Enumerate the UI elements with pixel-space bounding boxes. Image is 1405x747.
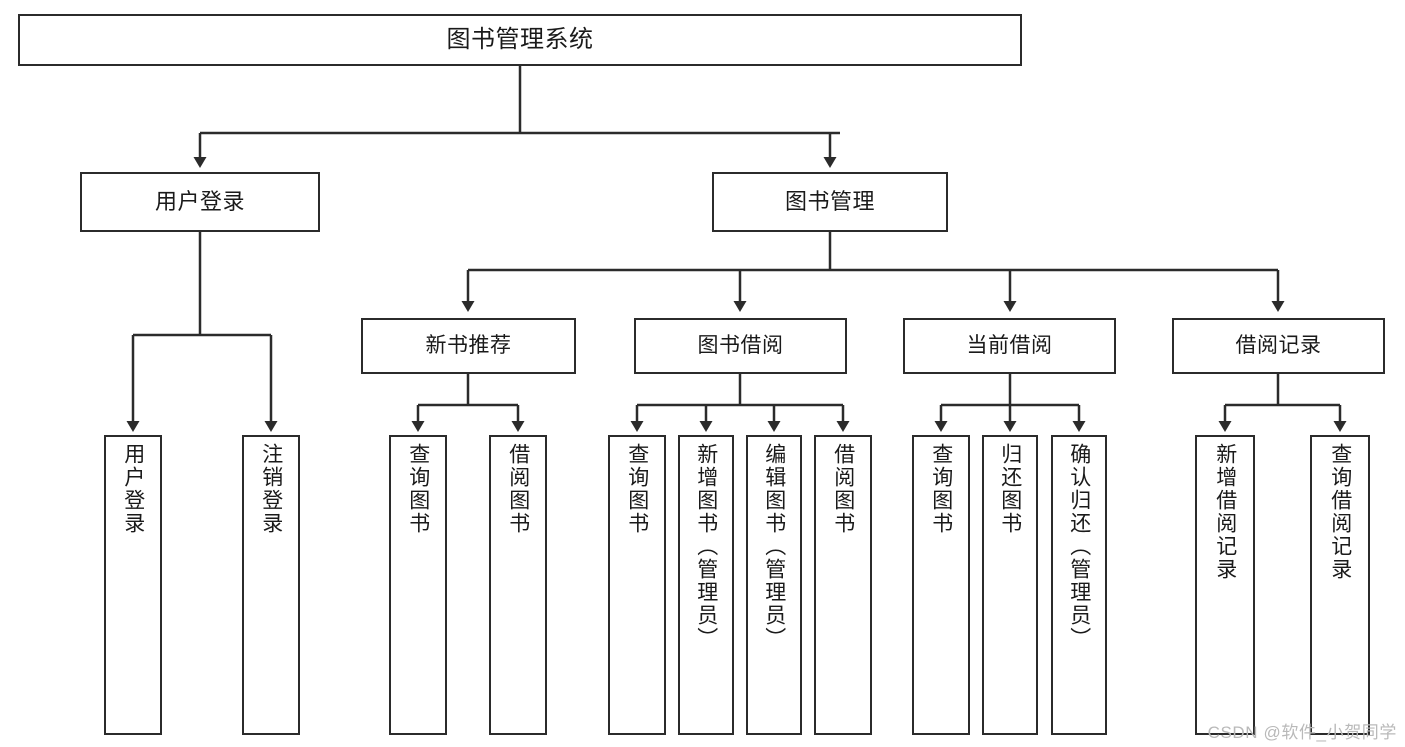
leaf-book-borrow-query-books[interactable]: 查询图书	[608, 435, 666, 735]
node-label: 图书管理系统	[446, 25, 594, 53]
node-label: 图书管理	[784, 189, 875, 215]
leaf-book-borrow-edit-book-admin[interactable]: 编辑图书（管理员）	[746, 435, 802, 735]
node-user-login[interactable]: 用户登录	[80, 172, 320, 232]
leaf-book-borrow-borrow-books[interactable]: 借阅图书	[814, 435, 872, 735]
node-label: 查询图书	[625, 443, 649, 535]
node-label: 借阅记录	[1235, 333, 1322, 357]
leaf-current-borrow-query-books[interactable]: 查询图书	[912, 435, 970, 735]
node-label: 新书推荐	[425, 333, 512, 357]
node-label: 确认归还（管理员）	[1067, 443, 1091, 650]
node-label: 查询图书	[406, 443, 430, 535]
node-label: 用户登录	[121, 443, 145, 535]
csdn-watermark: CSDN @软件_小贺同学	[1207, 723, 1397, 742]
node-label: 编辑图书（管理员）	[762, 443, 786, 650]
node-current-borrowing[interactable]: 当前借阅	[903, 318, 1116, 374]
node-label: 借阅图书	[831, 443, 855, 535]
leaf-new-book-query-books[interactable]: 查询图书	[389, 435, 447, 735]
node-book-management[interactable]: 图书管理	[712, 172, 948, 232]
leaf-new-book-borrow-books[interactable]: 借阅图书	[489, 435, 547, 735]
node-label: 查询图书	[929, 443, 953, 535]
node-label: 用户登录	[154, 189, 245, 215]
node-root-book-management-system[interactable]: 图书管理系统	[18, 14, 1022, 66]
node-label: 新增图书（管理员）	[694, 443, 718, 650]
leaf-borrow-record-add-record[interactable]: 新增借阅记录	[1195, 435, 1255, 735]
leaf-current-borrow-confirm-return-admin[interactable]: 确认归还（管理员）	[1051, 435, 1107, 735]
node-new-book-recommendation[interactable]: 新书推荐	[361, 318, 576, 374]
node-book-borrowing[interactable]: 图书借阅	[634, 318, 847, 374]
node-label: 注销登录	[259, 443, 283, 535]
leaf-user-login-logout[interactable]: 注销登录	[242, 435, 300, 735]
node-label: 图书借阅	[697, 333, 784, 357]
node-label: 查询借阅记录	[1328, 443, 1352, 581]
node-label: 新增借阅记录	[1213, 443, 1237, 581]
leaf-book-borrow-add-book-admin[interactable]: 新增图书（管理员）	[678, 435, 734, 735]
node-borrowing-records[interactable]: 借阅记录	[1172, 318, 1385, 374]
leaf-user-login-login[interactable]: 用户登录	[104, 435, 162, 735]
leaf-current-borrow-return-books[interactable]: 归还图书	[982, 435, 1038, 735]
leaf-borrow-record-query-record[interactable]: 查询借阅记录	[1310, 435, 1370, 735]
node-label: 当前借阅	[966, 333, 1053, 357]
node-label: 归还图书	[998, 443, 1022, 535]
node-label: 借阅图书	[506, 443, 530, 535]
